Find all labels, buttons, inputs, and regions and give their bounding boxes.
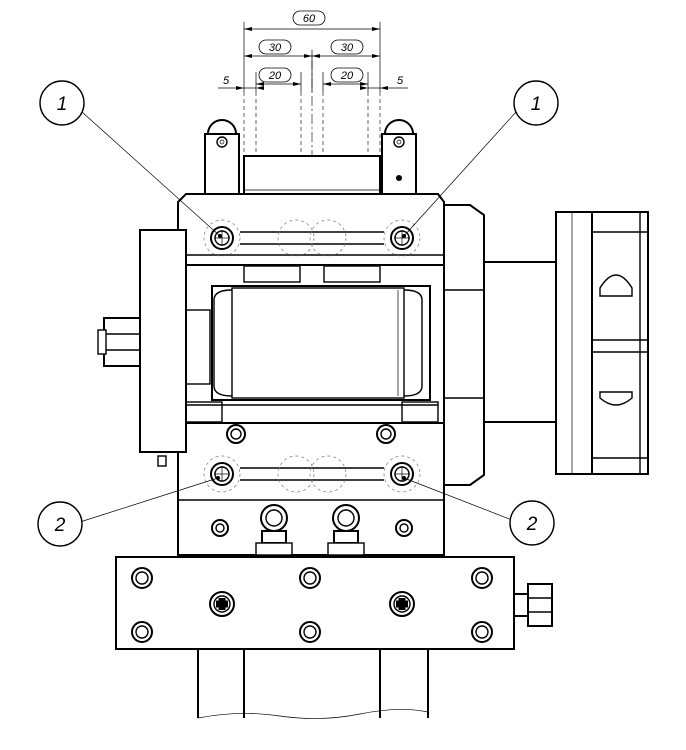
- bolt-top-right: [390, 226, 414, 250]
- dimension-5-left-label: 5: [223, 75, 230, 87]
- dimension-20-right: 20: [323, 67, 368, 86]
- dimension-5-left: 5: [218, 75, 264, 90]
- balloon-top-right: 1: [402, 80, 559, 238]
- phillips-screw-left: [209, 591, 235, 617]
- dimension-60-label: 60: [303, 13, 316, 25]
- dimension-60: 60: [244, 10, 380, 31]
- dimension-30-right: 30: [312, 39, 380, 58]
- base-plate: [115, 556, 553, 650]
- center-fittings: [255, 504, 365, 556]
- dimension-20-left-label: 20: [268, 70, 282, 82]
- lower-columns: [197, 649, 429, 719]
- right-side-flange: [443, 204, 649, 486]
- phillips-screw-right: [389, 591, 415, 617]
- bolt-bottom-right: [390, 462, 414, 486]
- balloon-bottom-left-label: 2: [54, 515, 66, 536]
- balloon-bottom-right-label: 2: [526, 514, 538, 535]
- top-left-bracket: [204, 119, 240, 200]
- top-right-bracket: [381, 119, 417, 195]
- balloon-bottom-right: 2: [402, 476, 555, 546]
- balloon-top-left: 1: [39, 80, 222, 238]
- dimension-20-left: 20: [256, 67, 301, 86]
- bolts: [203, 219, 421, 537]
- top-center-block: [243, 155, 381, 199]
- dimension-5-right: 5: [360, 75, 408, 90]
- dimension-30-left: 30: [244, 39, 312, 58]
- dimension-30-left-label: 30: [269, 42, 282, 54]
- main-body: [177, 193, 445, 556]
- dimension-20-right-label: 20: [340, 70, 354, 82]
- balloon-bottom-left: 2: [37, 476, 220, 547]
- dimension-block: 60 30 30 20: [218, 10, 408, 92]
- bolt-bottom-left: [210, 462, 234, 486]
- dimension-30-right-label: 30: [341, 42, 354, 54]
- dimension-5-right-label: 5: [397, 75, 404, 87]
- balloon-top-left-label: 1: [57, 94, 68, 115]
- left-side-flange: [97, 229, 211, 467]
- balloon-top-right-label: 1: [531, 94, 542, 115]
- bolt-top-left: [210, 226, 234, 250]
